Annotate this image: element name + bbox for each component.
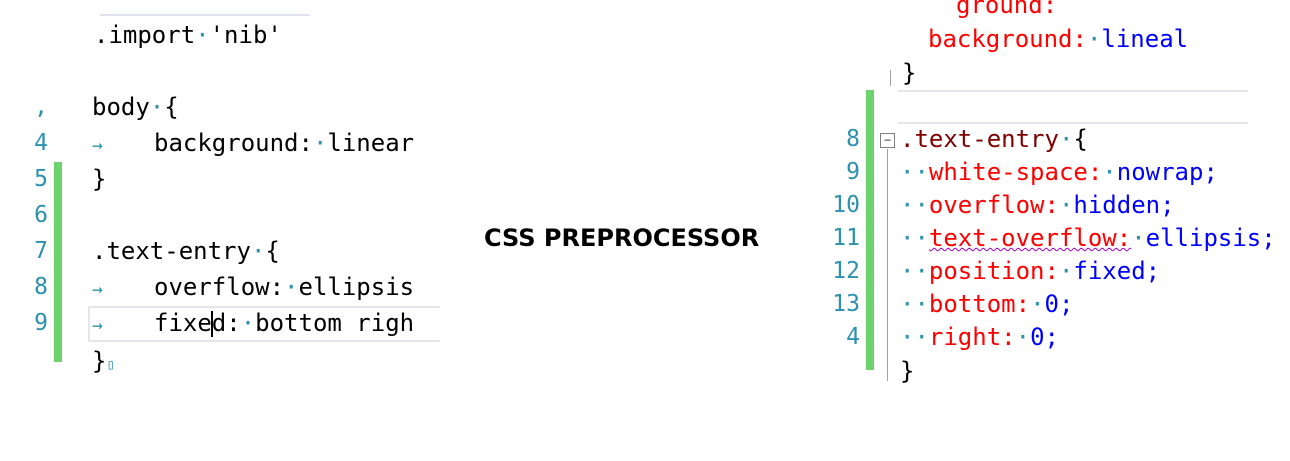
- property: overflow:: [154, 273, 285, 301]
- code-line: background:·lineal: [928, 25, 1189, 53]
- code-line: 9 → fixed:·bottom righ: [0, 306, 440, 340]
- property: background:: [928, 25, 1087, 53]
- line-number: 4: [34, 130, 48, 156]
- open-brace: {: [164, 93, 179, 121]
- property: bottom:: [928, 290, 1031, 318]
- tab-arrow-icon: →: [92, 315, 103, 336]
- code-line: 8 → overflow:·ellipsis: [0, 270, 440, 304]
- property: background:: [154, 129, 313, 157]
- value: lineal: [1101, 25, 1189, 53]
- current-line-highlight: [88, 306, 440, 342]
- tab-arrow-icon: →: [92, 135, 103, 156]
- line-number: 5: [34, 166, 48, 192]
- tab-arrow-icon: →: [92, 279, 103, 300]
- line-number: 9: [846, 159, 860, 185]
- fold-guide: [890, 70, 891, 86]
- property: white-space:: [928, 158, 1103, 186]
- code-line: 13 ··bottom:·0;: [820, 287, 1290, 321]
- line-number: 7: [34, 238, 48, 264]
- property: overflow:: [928, 191, 1059, 219]
- code-line: ground:: [820, 0, 1290, 22]
- change-bar: [54, 162, 62, 362]
- title: CSS PREPROCESSOR: [484, 224, 760, 252]
- open-brace: {: [265, 237, 280, 265]
- code-line: .import·'nib': [0, 18, 440, 52]
- code-line: }▯: [0, 344, 440, 378]
- value: fixed;: [1073, 257, 1161, 285]
- line-number: 10: [832, 192, 860, 218]
- selector: body: [92, 93, 150, 121]
- selector: .text-entry: [92, 237, 251, 265]
- code-line: }: [820, 354, 1290, 388]
- value: hidden;: [1073, 191, 1175, 219]
- close-brace: }: [900, 357, 915, 385]
- fold-collapse-icon[interactable]: −: [880, 133, 895, 148]
- value: 0;: [1030, 323, 1059, 351]
- import-line: .import·'nib': [94, 21, 282, 49]
- change-bar: [866, 90, 874, 370]
- code-line: 12 ··position:·fixed;: [820, 254, 1290, 288]
- property: ground:: [956, 0, 1058, 19]
- end-marker-icon: ▯: [106, 357, 115, 373]
- code-line: 10 ··overflow:·hidden;: [820, 188, 1290, 222]
- code-line: 7 .text-entry·{: [0, 234, 440, 268]
- line-number: 4: [846, 324, 860, 350]
- stylus-editor-pane[interactable]: .import·'nib' , body·{ 4 → background:·l…: [0, 0, 440, 380]
- value: nowrap;: [1116, 158, 1218, 186]
- line-number: 12: [832, 258, 860, 284]
- line-number: 8: [34, 274, 48, 300]
- selector: .text-entry: [900, 125, 1059, 153]
- text-caret: [210, 311, 213, 337]
- value: linear: [327, 129, 415, 157]
- line-number: 8: [846, 126, 860, 152]
- line-number: 11: [832, 225, 860, 251]
- code-line: 9 ··white-space:·nowrap;: [820, 155, 1290, 189]
- value: ellipsis;: [1145, 224, 1276, 252]
- code-line: 4 → background:·linear: [0, 126, 440, 160]
- value: bottom righ: [255, 309, 415, 337]
- code-line: , body·{: [0, 90, 440, 124]
- code-line: }: [820, 56, 1290, 90]
- code-line: 6: [0, 198, 440, 232]
- code-line: 5 }: [0, 162, 440, 196]
- property-warning[interactable]: text-overflow:: [928, 224, 1132, 252]
- code-line: 4 ··right:·0;: [820, 320, 1290, 354]
- property: right:: [928, 323, 1016, 351]
- line-number: ,: [34, 94, 48, 120]
- line-number: 6: [34, 202, 48, 228]
- selection-edge: [100, 0, 310, 16]
- value: ellipsis: [298, 273, 415, 301]
- property: position:: [928, 257, 1059, 285]
- line-number: 13: [832, 291, 860, 317]
- open-brace: {: [1073, 125, 1088, 153]
- code-line: 8 .text-entry·{: [820, 122, 1290, 156]
- fold-guide: [887, 149, 888, 381]
- code-line: 11 ··text-overflow:·ellipsis;: [820, 221, 1290, 255]
- close-brace: }: [902, 59, 917, 87]
- empty-line-box: [898, 90, 1248, 124]
- close-brace: }: [92, 347, 107, 375]
- line-number: 9: [34, 310, 48, 336]
- value: 0;: [1044, 290, 1074, 318]
- css-output-pane[interactable]: ground: background:·lineal } − 8 .text-e…: [820, 0, 1290, 400]
- property: fixe: [154, 309, 212, 337]
- close-brace: }: [92, 165, 107, 193]
